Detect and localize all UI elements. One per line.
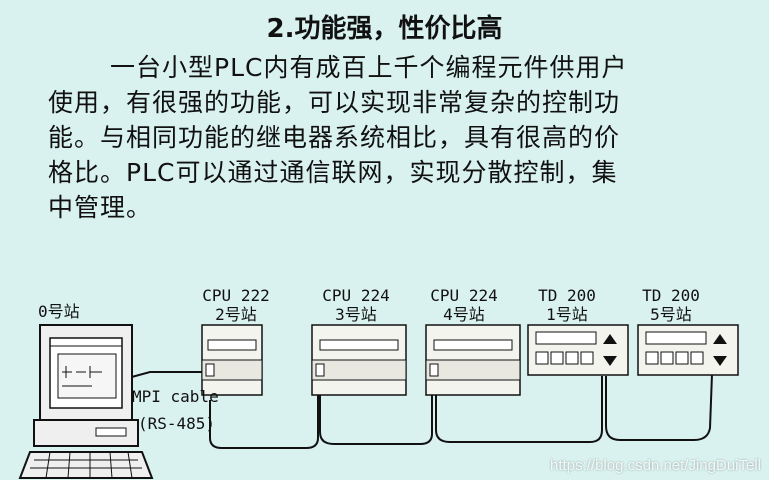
keyboard: [18, 451, 154, 479]
device-label-td200-1: TD 200 1号站: [532, 286, 602, 324]
td200-panel-1: [527, 324, 629, 376]
paragraph-line: 能。与相同功能的继电器系统相比，具有很高的价: [48, 123, 621, 152]
paragraph-line: 中管理。: [48, 193, 153, 222]
paragraph-line: 格比。PLC可以通过通信联网，实现分散控制，集: [48, 158, 618, 187]
paragraph-line: 使用，有很强的功能，可以实现非常复杂的控制功: [48, 88, 621, 117]
device-station: 1号站: [546, 305, 588, 324]
device-station: 5号站: [650, 305, 692, 324]
device-station: 3号站: [335, 305, 377, 324]
body-paragraph: 一台小型PLC内有成百上千个编程元件供用户 使用，有很强的功能，可以实现非常复杂…: [48, 50, 738, 225]
section-heading: 2.功能强，性价比高: [266, 14, 503, 44]
td200-panel-5: [637, 324, 739, 376]
cable-type-label: (RS-485): [138, 414, 216, 433]
device-model: TD 200: [538, 286, 596, 305]
cable-bus-2: [319, 378, 433, 445]
device-model: TD 200: [642, 286, 700, 305]
device-label-td200-5: TD 200 5号站: [636, 286, 706, 324]
cable-label: MPI cable: [132, 387, 219, 406]
cable-bus: [209, 380, 319, 449]
pc-base: [33, 419, 139, 447]
device-label-cpu224-b: CPU 224 4号站: [424, 286, 504, 324]
paragraph-line: 一台小型PLC内有成百上千个编程元件供用户: [110, 53, 628, 82]
cable-bus-4: [605, 373, 713, 441]
plc-cpu-222: [201, 324, 263, 396]
device-label-cpu224-a: CPU 224 3号站: [316, 286, 396, 324]
device-station: 4号站: [443, 305, 485, 324]
plc-cpu-224-a: [311, 324, 407, 396]
watermark: https://blog.csdn.net/JingDuiTell: [550, 457, 761, 474]
station0-label: 0号站: [38, 302, 80, 321]
device-model: CPU 224: [322, 286, 390, 305]
device-label-cpu222: CPU 222 2号站: [196, 286, 276, 324]
plc-cpu-224-b: [425, 324, 521, 396]
device-model: CPU 222: [202, 286, 270, 305]
cable-bus-3: [435, 376, 603, 443]
device-model: CPU 224: [430, 286, 498, 305]
device-station: 2号站: [215, 305, 257, 324]
pc-station: [18, 324, 154, 479]
